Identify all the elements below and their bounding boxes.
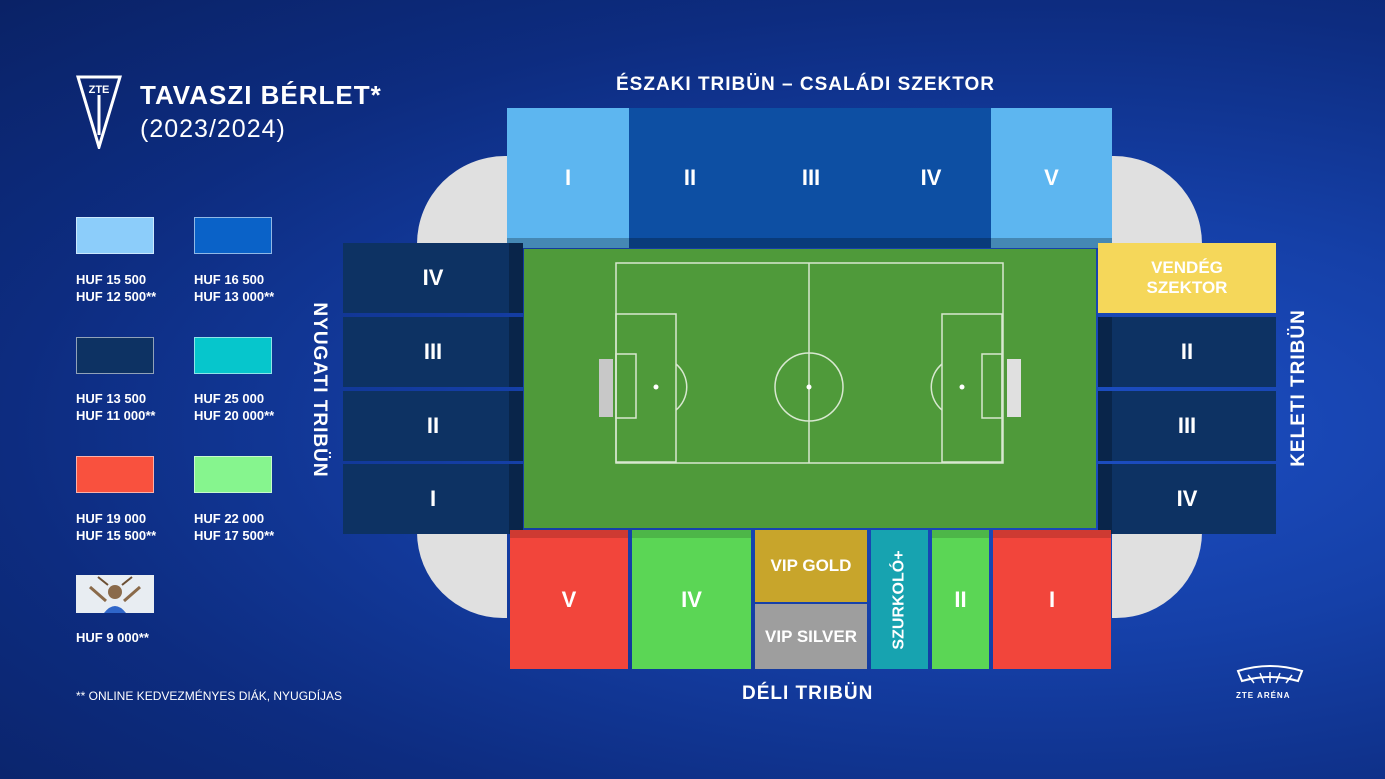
zte-logo: ZTE bbox=[76, 75, 122, 149]
page-subtitle: (2023/2024) bbox=[140, 115, 286, 143]
south-sector-i[interactable]: I bbox=[993, 530, 1111, 669]
south-sector-iv[interactable]: IV bbox=[632, 530, 751, 669]
arena-logo-text: ZTE ARÉNA bbox=[1236, 691, 1291, 700]
legend-price: HUF 9 000** bbox=[76, 630, 149, 645]
south-sector-v[interactable]: V bbox=[510, 530, 628, 669]
logo-lettering: ZTE bbox=[89, 84, 110, 96]
north-sector-iv[interactable]: IV bbox=[871, 108, 991, 248]
east-sector-ii[interactable]: II bbox=[1098, 317, 1276, 387]
legend-swatch-teal bbox=[194, 337, 272, 374]
szurkolo-plus-label: SZURKOLÓ+ bbox=[890, 549, 908, 650]
corner-ne bbox=[1112, 156, 1202, 244]
south-stand-title: DÉLI TRIBÜN bbox=[742, 683, 874, 704]
east-stand-title: KELETI TRIBÜN bbox=[1288, 309, 1309, 467]
legend-swatch-red bbox=[76, 456, 154, 493]
north-sector-v[interactable]: V bbox=[991, 108, 1112, 248]
corner-sw bbox=[417, 532, 507, 618]
corner-se bbox=[1112, 532, 1202, 618]
south-vip-gold[interactable]: VIP GOLD bbox=[755, 530, 867, 602]
legend-swatch-light-blue bbox=[76, 217, 154, 254]
north-stand-title: ÉSZAKI TRIBÜN – CSALÁDI SZEKTOR bbox=[616, 74, 996, 95]
west-sector-iv[interactable]: IV bbox=[343, 243, 523, 313]
north-sector-ii[interactable]: II bbox=[629, 108, 751, 248]
east-sector-iii[interactable]: III bbox=[1098, 391, 1276, 461]
west-sector-i[interactable]: I bbox=[343, 464, 523, 534]
east-sector-iv[interactable]: IV bbox=[1098, 464, 1276, 534]
legend-swatch-blue bbox=[194, 217, 272, 254]
legend-swatch-navy bbox=[76, 337, 154, 374]
south-vip-silver[interactable]: VIP SILVER bbox=[755, 604, 867, 669]
mascot-photo-icon bbox=[76, 575, 154, 613]
west-sector-ii[interactable]: II bbox=[343, 391, 523, 461]
north-sector-iii[interactable]: III bbox=[751, 108, 871, 248]
footnote: ** ONLINE KEDVEZMÉNYES DIÁK, NYUGDÍJAS bbox=[76, 689, 343, 703]
south-sector-ii[interactable]: II bbox=[932, 530, 989, 669]
north-sector-i[interactable]: I bbox=[507, 108, 629, 248]
west-stand-title: NYUGATI TRIBÜN bbox=[309, 302, 330, 478]
corner-nw bbox=[417, 156, 507, 244]
zte-arena-logo bbox=[1236, 665, 1304, 684]
west-sector-iii[interactable]: III bbox=[343, 317, 523, 387]
page-title: TAVASZI BÉRLET* bbox=[140, 80, 382, 110]
pitch-markings bbox=[599, 262, 1021, 464]
legend-swatch-green bbox=[194, 456, 272, 493]
south-szurkolo-plus[interactable]: SZURKOLÓ+ bbox=[871, 530, 928, 669]
